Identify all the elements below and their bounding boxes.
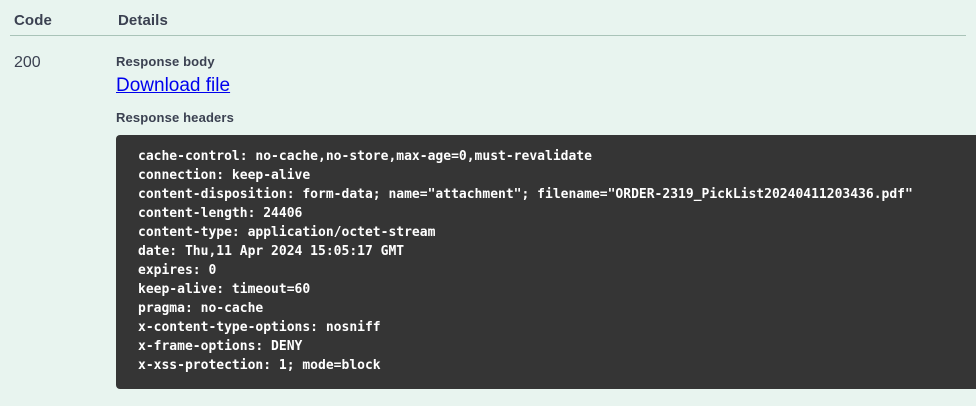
header-line: date: Thu,11 Apr 2024 15:05:17 GMT [138,244,405,259]
header-line: connection: keep-alive [138,168,311,183]
header-line: cache-control: no-cache,no-store,max-age… [138,149,592,164]
header-line: content-length: 24406 [138,206,303,221]
column-header-code: Code [14,12,52,29]
responses-table: Code Details 200 Response body Download … [0,0,976,389]
header-line: x-content-type-options: nosniff [138,320,381,335]
column-header-details: Details [118,12,168,29]
response-details-cell: Response body Download file Response hea… [116,54,976,389]
header-line: x-xss-protection: 1; mode=block [138,358,381,373]
header-line: keep-alive: timeout=60 [138,282,311,297]
responses-table-header-row: Code Details [10,0,966,36]
response-body-label: Response body [116,54,215,69]
response-headers-label: Response headers [116,110,235,125]
header-line: content-type: application/octet-stream [138,225,436,240]
response-headers-text: cache-control: no-cache,no-store,max-age… [138,147,976,375]
download-file-link[interactable]: Download file [116,75,231,96]
response-row-200: 200 Response body Download file Response… [0,36,976,389]
response-headers-block: cache-control: no-cache,no-store,max-age… [116,135,976,389]
response-status-code: 200 [14,54,41,71]
header-line: x-frame-options: DENY [138,339,303,354]
header-line: expires: 0 [138,263,217,278]
header-line: pragma: no-cache [138,301,264,316]
header-line: content-disposition: form-data; name="at… [138,187,913,202]
